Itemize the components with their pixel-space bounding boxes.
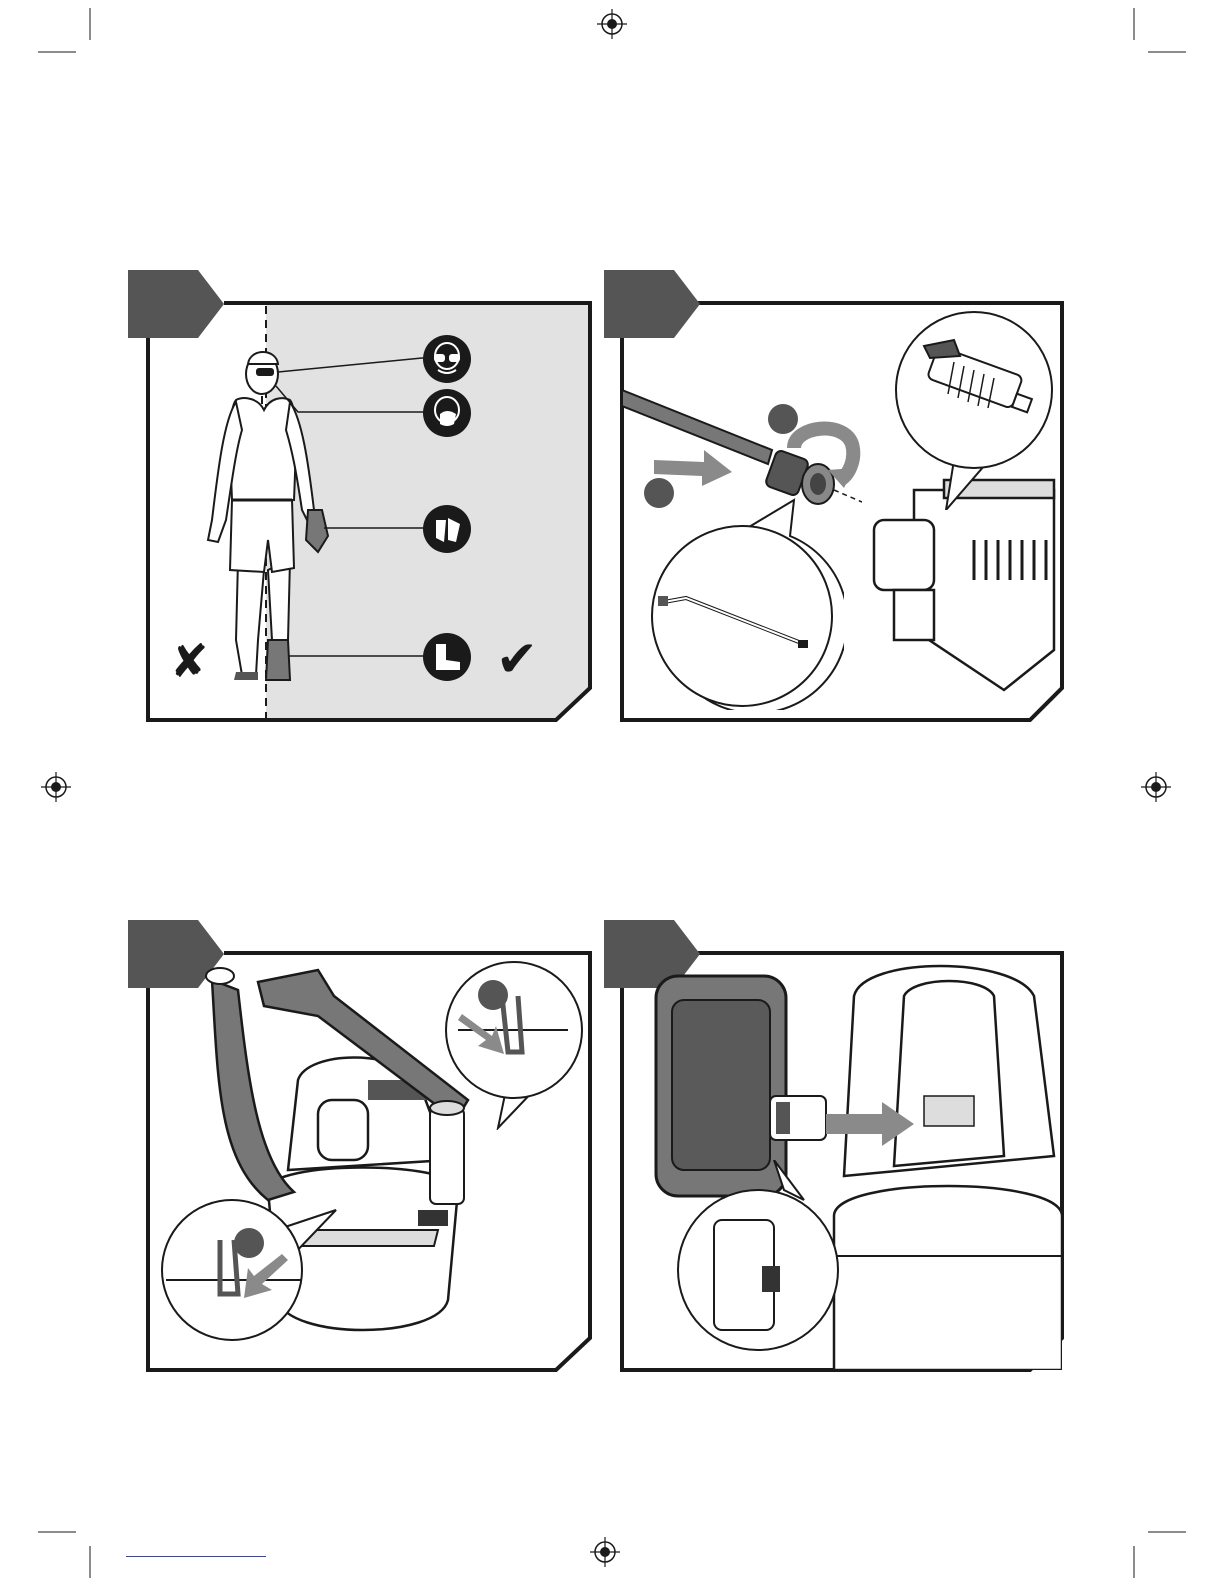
step-tab xyxy=(604,270,700,338)
twist-arrow xyxy=(784,418,864,488)
reg-mark-left xyxy=(40,771,72,803)
step-badge-2 xyxy=(234,1228,264,1258)
gloves-icon xyxy=(422,504,472,554)
reg-mark-right xyxy=(1140,771,1172,803)
dust-mask-icon xyxy=(422,388,472,438)
safety-goggles-icon xyxy=(422,334,472,384)
upper-clip-callout xyxy=(438,960,592,1130)
footer-link-line xyxy=(126,1556,266,1557)
correct-mark: ✔ xyxy=(496,630,538,688)
reg-mark-top xyxy=(596,8,628,40)
panel-ppe: ✘ ✔ xyxy=(128,270,594,722)
panel-battery xyxy=(604,920,1068,1372)
reg-mark-bottom xyxy=(589,1536,621,1568)
panel-strap xyxy=(128,920,594,1372)
step-badge-2 xyxy=(768,404,798,434)
insert-arrow xyxy=(826,1100,916,1148)
nozzle-callout xyxy=(894,310,1064,510)
spray-lance-callout xyxy=(644,480,844,710)
panel-lance xyxy=(604,270,1068,722)
safety-boots-icon xyxy=(422,632,472,682)
battery-release-callout xyxy=(674,1160,844,1360)
step-badge-1 xyxy=(478,980,508,1010)
wrong-mark: ✘ xyxy=(170,634,209,688)
lower-clip-callout xyxy=(156,1190,346,1350)
